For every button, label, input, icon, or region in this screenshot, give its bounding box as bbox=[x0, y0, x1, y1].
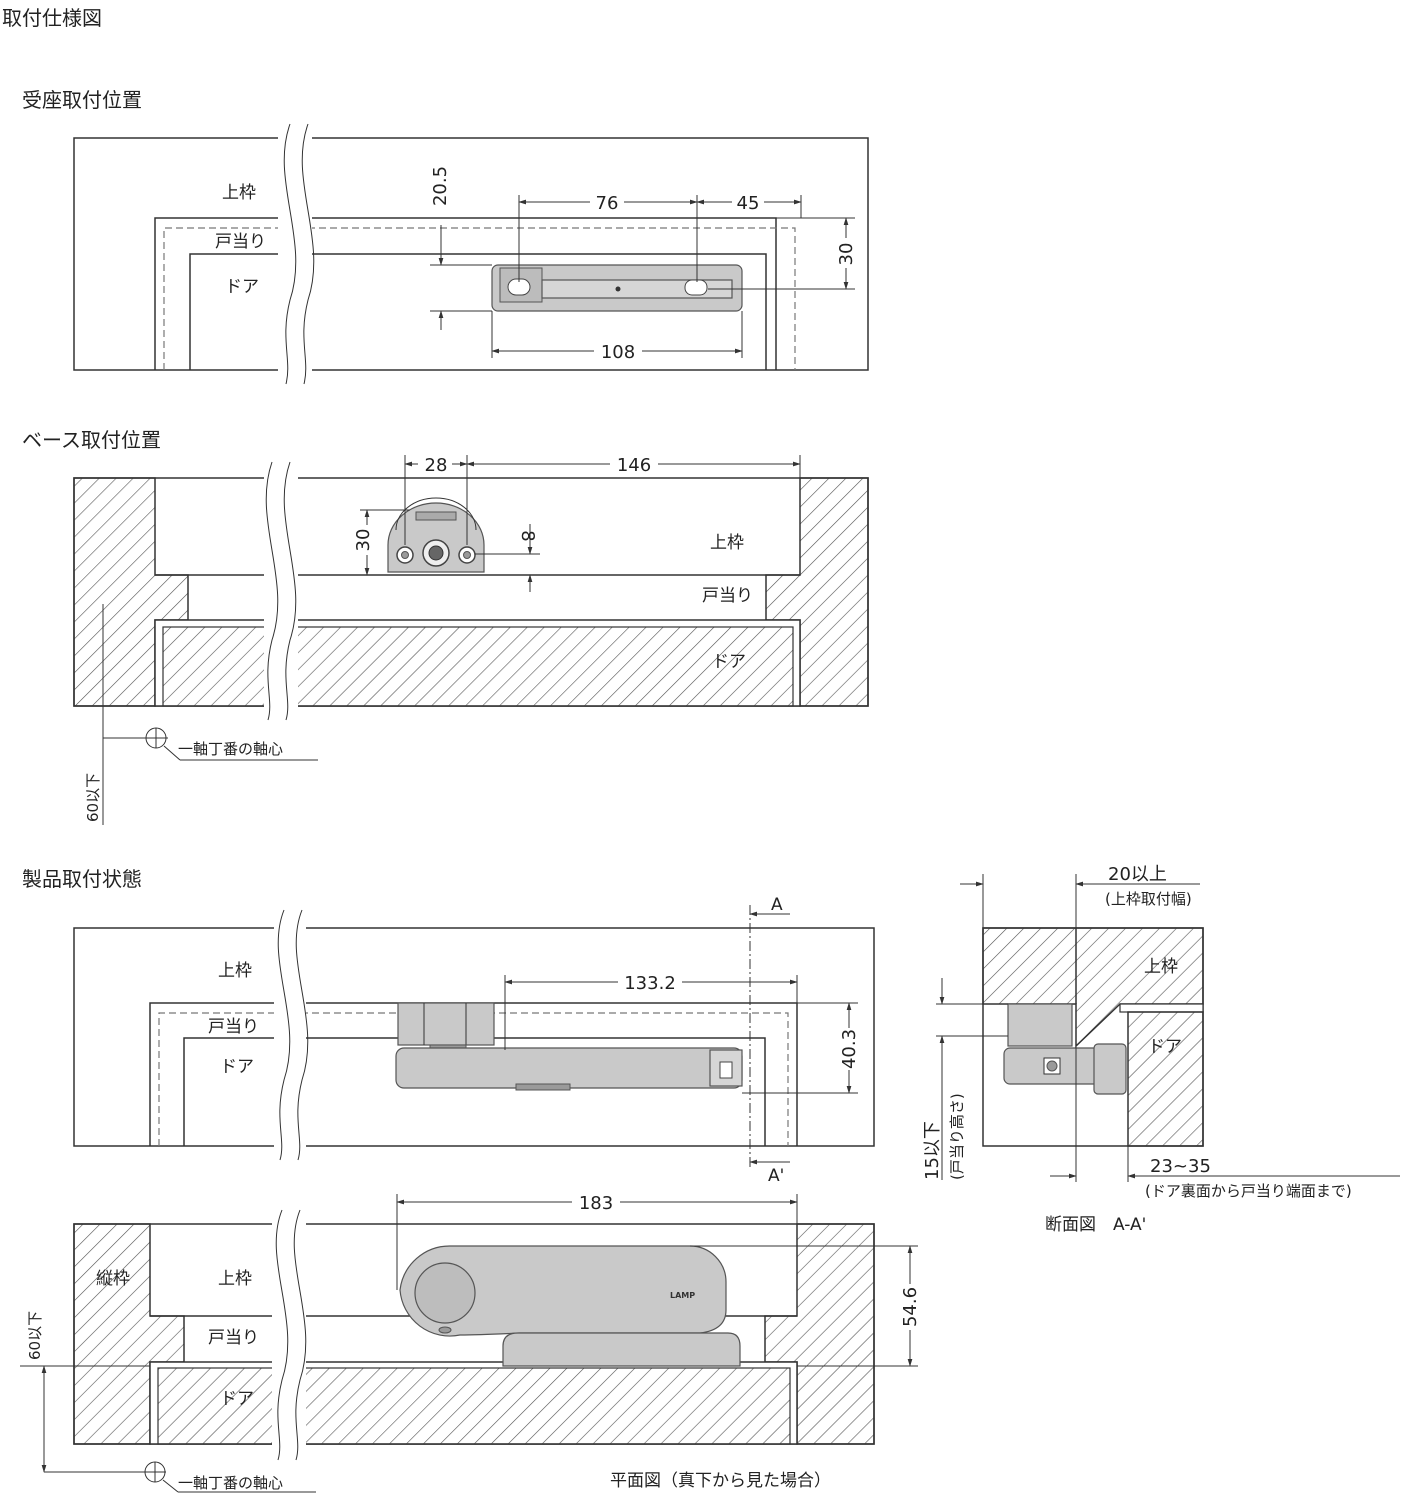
plan-caption: 平面図（真下から見た場合） bbox=[610, 1471, 831, 1491]
receiver-diagram: 76 45 20.5 30 108 上枠 戸当り ドア bbox=[73, 120, 869, 390]
label-door-stop-2: 戸当り bbox=[702, 586, 753, 606]
label-stop-height: (戸当り高さ) bbox=[948, 1093, 966, 1180]
dim-183: 183 bbox=[579, 1193, 613, 1214]
label-door-stop-4: 戸当り bbox=[208, 1328, 259, 1348]
label-door-stop-3: 戸当り bbox=[208, 1017, 259, 1037]
dim-76: 76 bbox=[596, 193, 619, 214]
dim-30-b: 30 bbox=[353, 529, 374, 552]
label-door-5: ドア bbox=[1148, 1037, 1182, 1057]
section-mark-a: A bbox=[771, 895, 783, 915]
label-upper-frame-2: 上枠 bbox=[710, 533, 744, 553]
brand-logo: LAMP bbox=[670, 1291, 695, 1300]
dim-40-3: 40.3 bbox=[839, 1029, 860, 1069]
section-mark-a-prime: A' bbox=[768, 1166, 784, 1186]
dim-133-2: 133.2 bbox=[624, 973, 676, 994]
label-range-note: (ドア裏面から戸当り端面まで) bbox=[1145, 1182, 1352, 1200]
label-hinge-axis-2: 一軸丁番の軸心 bbox=[178, 1474, 283, 1492]
dim-28: 28 bbox=[425, 455, 448, 476]
label-min20: 20以上 bbox=[1108, 864, 1167, 885]
label-door: ドア bbox=[225, 277, 259, 297]
dim-20-5: 20.5 bbox=[430, 166, 451, 206]
label-range: 23~35 bbox=[1150, 1156, 1211, 1177]
dim-30-a: 30 bbox=[836, 243, 857, 266]
label-door-4: ドア bbox=[220, 1389, 254, 1409]
section-title-installed: 製品取付状態 bbox=[22, 867, 142, 891]
label-max60-1: 60以下 bbox=[84, 773, 102, 822]
label-door-2: ドア bbox=[712, 652, 746, 672]
base-diagram: 28 146 30 8 一軸丁番の軸心 60以下 上枠 戸当り ドア bbox=[73, 454, 869, 825]
label-max60-2: 60以下 bbox=[26, 1311, 44, 1360]
label-upper-frame-5: 上枠 bbox=[1144, 957, 1178, 977]
installed-elevation: A A' 133.2 40.3 上枠 戸当り ドア bbox=[73, 895, 875, 1186]
cross-section: 20以上 (上枠取付幅) 15以下 (戸当り高さ) 23~35 (ドア裏面から戸… bbox=[922, 864, 1400, 1235]
label-max15: 15以下 bbox=[922, 1121, 943, 1180]
label-frame-width: (上枠取付幅) bbox=[1105, 890, 1192, 908]
section-title-receiver: 受座取付位置 bbox=[22, 88, 142, 112]
label-upper-frame-3: 上枠 bbox=[218, 961, 252, 981]
section-title-base: ベース取付位置 bbox=[22, 428, 161, 452]
dim-54-6: 54.6 bbox=[900, 1287, 921, 1327]
page-title: 取付仕様図 bbox=[2, 6, 102, 30]
label-door-stop: 戸当り bbox=[215, 232, 266, 252]
dim-8: 8 bbox=[517, 530, 538, 541]
installed-plan: LAMP 183 54.6 一軸丁番の軸心 60以下 縦枠 上枠 戸当り ドア … bbox=[20, 1192, 922, 1493]
label-hinge-axis-1: 一軸丁番の軸心 bbox=[178, 740, 283, 758]
label-upper-frame: 上枠 bbox=[222, 183, 256, 203]
label-door-3: ドア bbox=[220, 1057, 254, 1077]
dim-108: 108 bbox=[601, 342, 635, 363]
dim-146: 146 bbox=[617, 455, 651, 476]
dim-45: 45 bbox=[737, 193, 760, 214]
section-caption: 断面図 A-A' bbox=[1045, 1215, 1146, 1235]
label-upper-frame-4: 上枠 bbox=[218, 1269, 252, 1289]
label-side-frame: 縦枠 bbox=[96, 1269, 130, 1289]
